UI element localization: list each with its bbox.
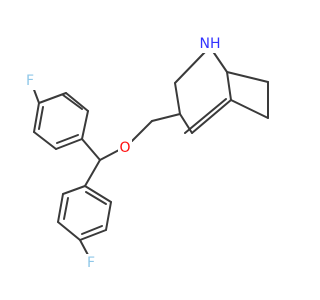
bond	[33, 102, 40, 133]
bond	[131, 120, 153, 142]
bond	[174, 82, 181, 115]
bond	[84, 185, 112, 203]
bond	[56, 134, 79, 144]
bond	[81, 225, 103, 235]
bond	[226, 71, 269, 83]
bond	[33, 131, 57, 150]
bond	[174, 51, 206, 84]
bond	[65, 92, 89, 112]
bond	[84, 159, 101, 187]
atom-label-layer: NH O F F	[23, 35, 224, 272]
bond	[55, 138, 83, 150]
bond	[151, 113, 181, 122]
bond	[81, 110, 89, 140]
bond	[211, 49, 228, 73]
bond	[179, 113, 193, 134]
bond	[105, 201, 112, 231]
atom-label-fluorine-upper: F	[26, 73, 34, 89]
bond-layer	[32, 49, 269, 256]
bond	[38, 106, 44, 130]
molecule-canvas: NH O F F	[23, 35, 269, 272]
bond	[57, 193, 64, 223]
bond	[62, 94, 83, 110]
atom-label-nh: NH	[200, 36, 221, 52]
atom-label-oxygen: O	[119, 140, 130, 156]
bond	[230, 99, 269, 119]
bond	[99, 149, 120, 161]
bond	[191, 99, 232, 134]
bond	[184, 98, 227, 134]
bond	[63, 197, 69, 220]
bond	[226, 71, 232, 101]
molecule-structure: NH O F F	[23, 35, 269, 272]
bond	[79, 229, 107, 241]
bond	[85, 191, 107, 205]
bond	[79, 239, 89, 256]
atom-label-fluorine-lower: F	[87, 255, 95, 271]
bond	[57, 221, 81, 241]
bond	[38, 92, 67, 104]
bond	[81, 138, 101, 161]
bond	[62, 185, 86, 195]
